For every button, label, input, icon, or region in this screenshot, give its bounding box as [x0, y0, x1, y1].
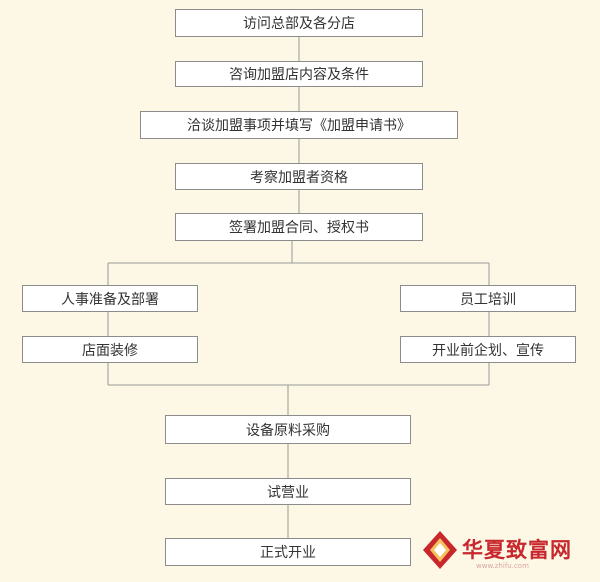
watermark-site: www.zhifu.com: [476, 562, 529, 570]
step-sign: 签署加盟合同、授权书: [175, 213, 423, 241]
step-staffing: 人事准备及部署: [22, 285, 198, 312]
step-renovation: 店面装修: [22, 336, 198, 363]
step-visit: 访问总部及各分店: [175, 9, 423, 37]
step-assess: 考察加盟者资格: [175, 163, 423, 190]
step-training: 员工培训: [400, 285, 576, 312]
step-trial: 试营业: [165, 478, 411, 505]
step-procurement: 设备原料采购: [165, 415, 411, 444]
step-consult: 咨询加盟店内容及条件: [175, 61, 423, 87]
step-negotiate: 洽谈加盟事项并填写《加盟申请书》: [140, 111, 458, 139]
watermark: 华夏致富网 www.zhifu.com: [420, 528, 598, 578]
step-planning: 开业前企划、宣传: [400, 336, 576, 363]
brand-logo-icon: [423, 531, 457, 569]
watermark-brand: 华夏致富网: [462, 538, 572, 562]
step-opening: 正式开业: [165, 538, 411, 566]
